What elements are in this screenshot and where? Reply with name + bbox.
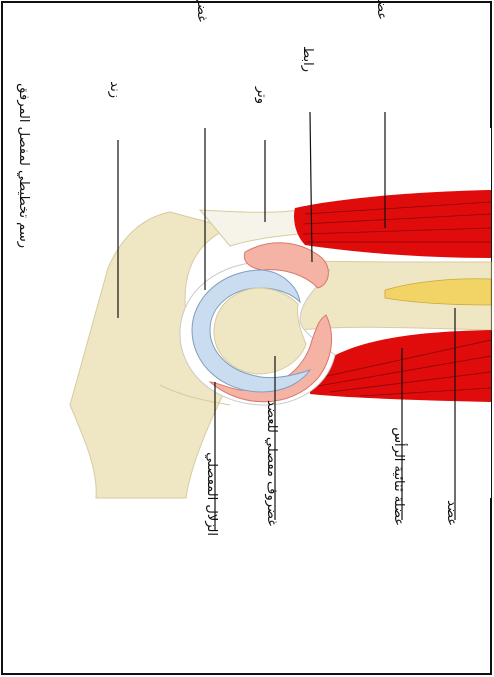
label-humerus-cartilage: غضروف مفصلي للزند (194, 0, 209, 22)
humerus-head (214, 288, 306, 374)
label-biceps: عضلة ثنائية الرأس (391, 427, 408, 526)
label-articular-cartilage: غضروف مفصلي للعضد (264, 400, 279, 526)
label-bone: عضد (444, 500, 459, 526)
label-triceps: عضلة ثلاثية الرأس (374, 0, 391, 20)
label-ulna: زند (107, 81, 122, 98)
label-synovial-fluid: الزلال المفصلي (204, 452, 219, 536)
label-ligament: رابط (300, 46, 315, 72)
diagram-title: رسم تخطيطي لمفصل المرفق (16, 83, 31, 248)
label-tendon: وتر (254, 86, 269, 104)
